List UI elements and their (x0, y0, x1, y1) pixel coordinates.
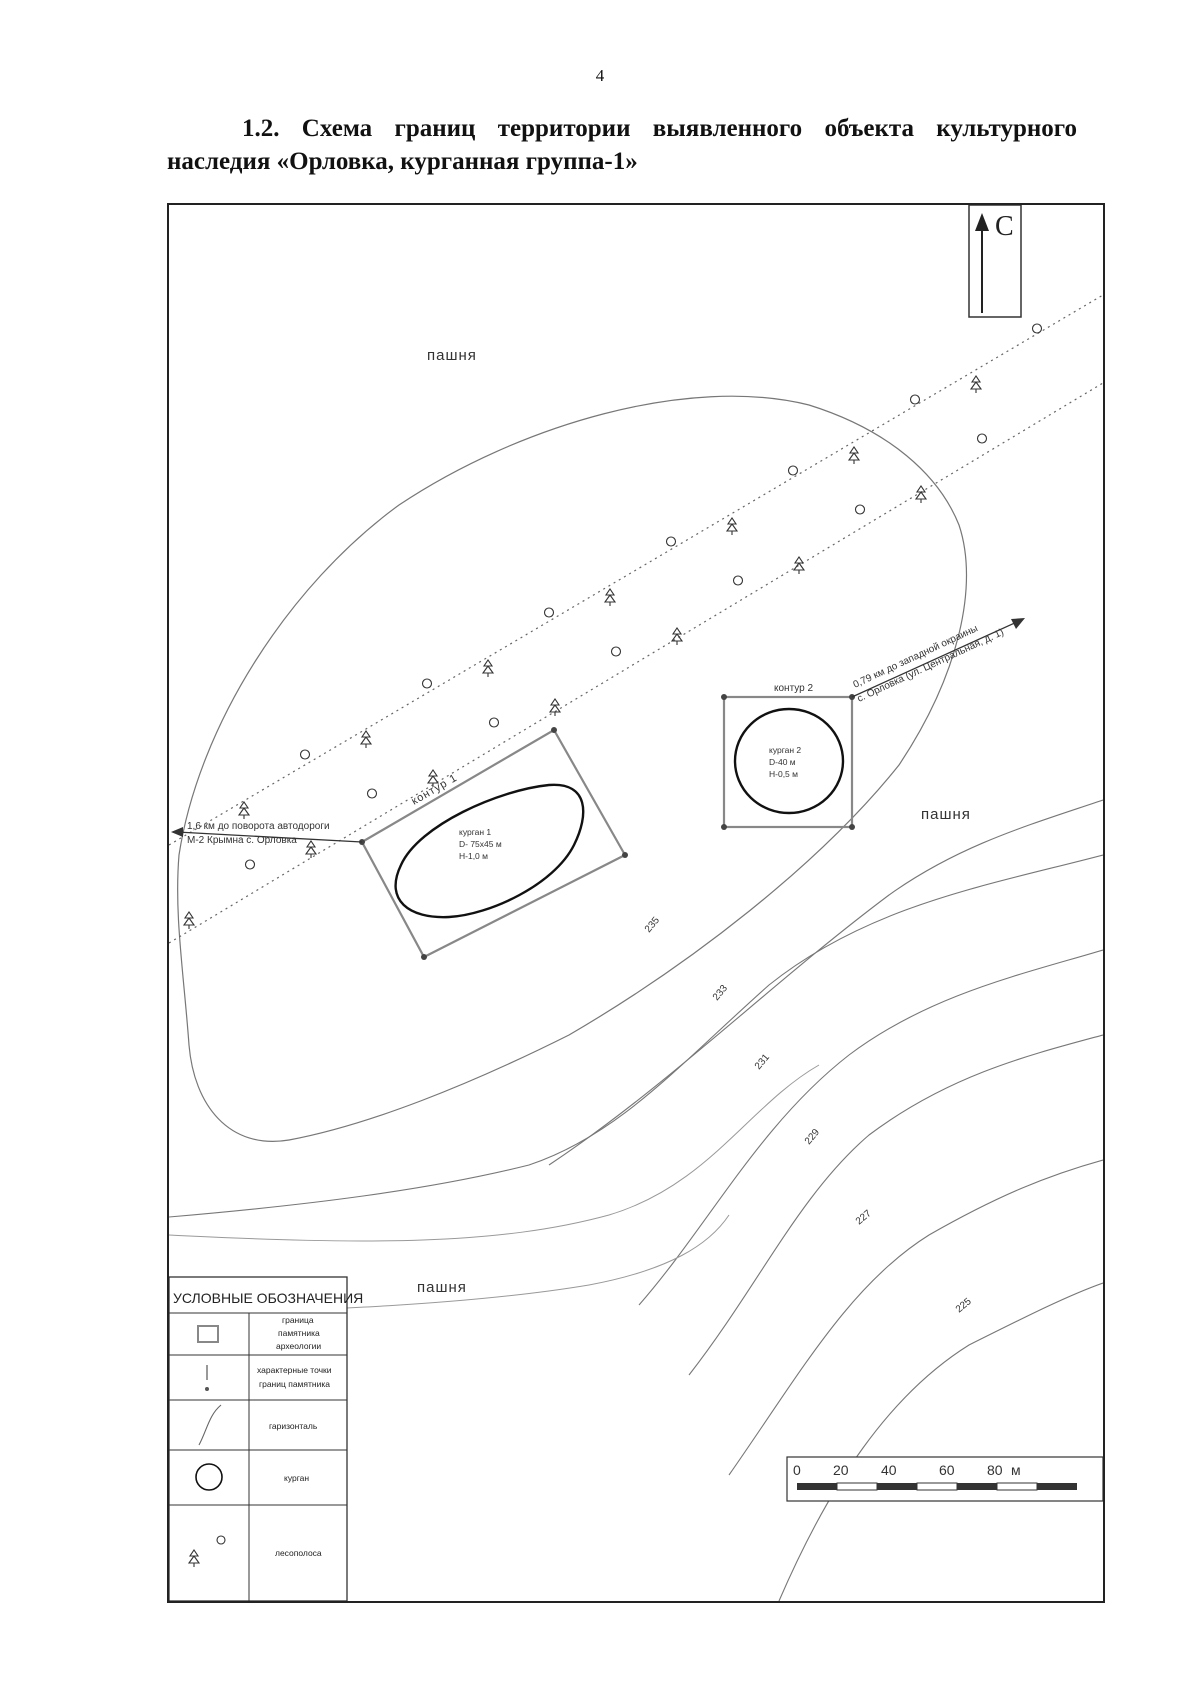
mound-1-diameter: D- 75х45 м (459, 839, 502, 849)
forest-strip-border-south (169, 382, 1103, 944)
tree-icon (481, 659, 495, 677)
tree-icon (969, 375, 983, 393)
west-direction-text-2: М-2 Крымна с. Орловка (187, 835, 297, 846)
contour-value-235: 235 (643, 915, 662, 935)
scale-tick-20: 20 (833, 1462, 849, 1478)
shrub-icon (488, 717, 500, 728)
north-arrow-box (968, 205, 1022, 318)
shrub-icon (610, 646, 622, 657)
shrub-icon (665, 536, 677, 547)
legend-points-text-2: границ памятника (259, 1379, 330, 1389)
west-direction-line (176, 831, 363, 843)
shrub-icon (244, 859, 256, 870)
forest-strip-border-north (169, 294, 1103, 846)
tree-icon (426, 769, 440, 787)
legend-title: УСЛОВНЫЕ ОБОЗНАЧЕНИЯ (173, 1290, 363, 1306)
forest-strip-symbols (182, 323, 1043, 929)
scale-tick-60: 60 (939, 1462, 955, 1478)
scale-tick-40: 40 (881, 1462, 897, 1478)
contour-value-227: 227 (854, 1208, 874, 1227)
contour-229 (169, 1064, 820, 1242)
shrub-icon (421, 678, 433, 689)
tree-icon (847, 446, 861, 464)
terrain-contour-outer (177, 395, 968, 1142)
contour-227 (728, 1159, 1103, 1476)
scale-tick-0: 0 (793, 1462, 801, 1478)
west-direction-text-1: 1,6 км до поворота автодороги (187, 821, 330, 832)
tree-icon (670, 627, 684, 645)
tree-icon (237, 801, 251, 819)
tree-icon (548, 698, 562, 716)
mound-2-diameter: D-40 м (769, 757, 796, 767)
shrub-icon (299, 749, 311, 760)
mound-2-name: курган 2 (769, 745, 801, 755)
shrub-icon (909, 394, 921, 405)
tree-icon (792, 556, 806, 574)
mound-1 (394, 783, 585, 919)
mound-1-height: Н-1,0 м (459, 851, 488, 861)
contour-value-229: 229 (803, 1127, 822, 1147)
site-map: 235 233 231 229 227 225 контур 1 курган … (169, 205, 1103, 1601)
tree-icon (182, 911, 196, 929)
contour-233 (169, 854, 1103, 1218)
field-label-south: пашня (417, 1279, 467, 1296)
legend-boundary-symbol (197, 1325, 219, 1343)
legend-contour-text: гаризонталь (269, 1421, 318, 1431)
field-label-east: пашня (921, 806, 971, 823)
shrub-icon (1031, 323, 1043, 334)
legend-boundary-text-2: памятника (278, 1328, 320, 1338)
east-arrowhead-icon (1011, 618, 1025, 629)
shrub-icon (732, 575, 744, 586)
tree-icon (304, 840, 318, 858)
tree-icon (914, 485, 928, 503)
contour-2-boundary (722, 695, 854, 829)
scale-bar: 0 20 40 60 80 м (786, 1456, 1103, 1502)
east-direction-line (851, 620, 1020, 698)
shrub-icon (787, 465, 799, 476)
legend-forest-symbol (187, 1535, 226, 1567)
east-direction-text-2: с. Орловка (ул. Центральная, д. 1) (856, 627, 1006, 705)
legend-contour-symbol (198, 1404, 222, 1446)
legend-forest-text: лесополоса (275, 1548, 322, 1558)
legend: УСЛОВНЫЕ ОБОЗНАЧЕНИЯ граница памятника а… (169, 1276, 363, 1601)
shrub-icon (543, 607, 555, 618)
scale-tick-80: 80 (987, 1462, 1003, 1478)
legend-boundary-text-1: граница (282, 1315, 314, 1325)
legend-mound-text: курган (284, 1473, 309, 1483)
tree-icon (603, 588, 617, 606)
legend-boundary-text-3: археологии (276, 1341, 321, 1351)
page-number: 4 (595, 66, 605, 85)
document-title: 1.2. Схема границ территории выявленного… (167, 115, 1077, 175)
scale-unit: м (1011, 1462, 1021, 1478)
shrub-icon (976, 433, 988, 444)
north-arrow-icon (975, 213, 989, 231)
contour-value-233: 233 (711, 983, 730, 1003)
map-frame: 235 233 231 229 227 225 контур 1 курган … (167, 203, 1105, 1603)
mound-2-height: Н-0,5 м (769, 769, 798, 779)
shrub-icon (854, 504, 866, 515)
tree-icon (725, 517, 739, 535)
west-arrowhead-icon (171, 827, 183, 837)
field-label-north: пашня (427, 347, 477, 364)
contour-235 (548, 799, 1103, 1166)
mound-1-name: курган 1 (459, 827, 491, 837)
contour-229b (688, 1034, 1103, 1376)
north-label: С (995, 211, 1014, 242)
legend-points-text-1: характерные точки (257, 1365, 332, 1375)
tree-icon (359, 730, 373, 748)
contour-value-231: 231 (753, 1052, 772, 1072)
mound-2 (733, 707, 845, 815)
shrub-icon (366, 788, 378, 799)
legend-mound-symbol (195, 1463, 223, 1491)
contour-2-label: контур 2 (774, 683, 813, 694)
contour-225 (778, 1282, 1103, 1601)
contour-231 (638, 949, 1103, 1306)
contour-2-points (721, 694, 855, 830)
contour-value-225: 225 (954, 1296, 974, 1315)
